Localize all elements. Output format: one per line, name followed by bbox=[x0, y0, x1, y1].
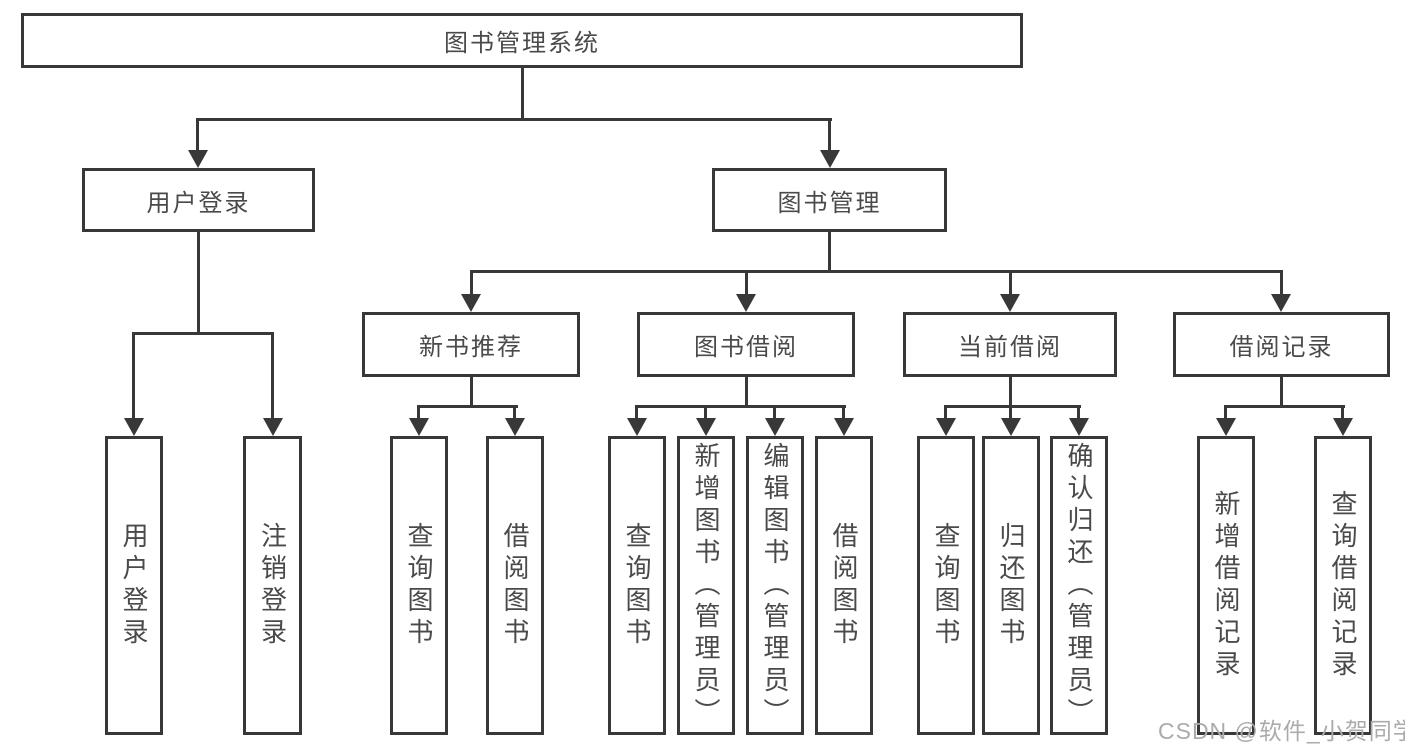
connector-stem bbox=[745, 272, 748, 296]
connector-book-borrow-bar bbox=[635, 405, 846, 408]
arrow-down-icon bbox=[1069, 418, 1089, 436]
connector-stem bbox=[417, 407, 420, 420]
node-book-management: 图书管理 bbox=[712, 168, 947, 232]
connector-stem bbox=[944, 407, 947, 420]
leaf-add-borrow-record: 新增借阅记录 bbox=[1197, 436, 1255, 735]
connector-borrow-records-bar bbox=[1224, 405, 1345, 408]
connector-stem bbox=[1224, 407, 1227, 420]
arrow-down-icon bbox=[505, 418, 525, 436]
connector-stem bbox=[842, 407, 845, 420]
connector-user-login-bar bbox=[132, 332, 274, 335]
leaf-query-books-borrowing: 查询图书 bbox=[608, 436, 666, 735]
leaf-query-books-current: 查询图书 bbox=[917, 436, 975, 735]
connector-level2-bar bbox=[470, 270, 1283, 273]
leaf-add-book-admin: 新增图书（管理员） bbox=[677, 436, 735, 735]
connector-stem bbox=[132, 334, 135, 420]
node-new-book-recommend: 新书推荐 bbox=[362, 312, 580, 377]
arrow-down-icon bbox=[1001, 418, 1021, 436]
leaf-query-books-recommend: 查询图书 bbox=[390, 436, 448, 735]
connector-stem bbox=[1009, 272, 1012, 296]
arrow-down-icon bbox=[696, 418, 716, 436]
connector-root-trunk bbox=[521, 68, 524, 121]
connector-stem bbox=[271, 334, 274, 420]
arrow-down-icon bbox=[461, 294, 481, 312]
leaf-borrow-books-borrowing: 借阅图书 bbox=[815, 436, 873, 735]
arrow-down-icon bbox=[263, 418, 283, 436]
arrow-down-icon bbox=[627, 418, 647, 436]
node-library-management-system: 图书管理系统 bbox=[21, 13, 1023, 68]
connector-stem bbox=[828, 118, 831, 152]
arrow-down-icon bbox=[124, 418, 144, 436]
arrow-down-icon bbox=[1216, 418, 1236, 436]
node-borrow-records: 借阅记录 bbox=[1173, 312, 1390, 377]
connector-stem bbox=[1009, 407, 1012, 420]
connector-user-login-trunk bbox=[197, 232, 200, 335]
arrow-down-icon bbox=[1000, 294, 1020, 312]
connector-stem bbox=[470, 272, 473, 296]
leaf-query-borrow-record: 查询借阅记录 bbox=[1314, 436, 1372, 735]
connector-stem bbox=[1077, 407, 1080, 420]
connector-stem bbox=[1341, 407, 1344, 420]
arrow-down-icon bbox=[736, 294, 756, 312]
connector-stem bbox=[635, 407, 638, 420]
connector-stem bbox=[513, 407, 516, 420]
leaf-return-book: 归还图书 bbox=[982, 436, 1040, 735]
watermark: CSDN @软件_小贺同学 bbox=[1158, 718, 1405, 744]
connector-book-borrow-trunk bbox=[745, 377, 748, 408]
connector-stem bbox=[196, 118, 199, 152]
connector-stem bbox=[773, 407, 776, 420]
arrow-down-icon bbox=[1271, 294, 1291, 312]
connector-current-borrow-trunk bbox=[1009, 377, 1012, 408]
leaf-confirm-return-admin: 确认归还（管理员） bbox=[1050, 436, 1108, 735]
connector-new-book-trunk bbox=[470, 377, 473, 408]
connector-book-mgmt-trunk bbox=[828, 232, 831, 273]
connector-level1-bar bbox=[196, 118, 832, 121]
node-book-borrowing: 图书借阅 bbox=[637, 312, 855, 377]
leaf-edit-book-admin: 编辑图书（管理员） bbox=[746, 436, 804, 735]
arrow-down-icon bbox=[820, 150, 840, 168]
connector-new-book-bar bbox=[417, 405, 518, 408]
arrow-down-icon bbox=[936, 418, 956, 436]
leaf-user-login: 用户登录 bbox=[105, 436, 163, 735]
arrow-down-icon bbox=[409, 418, 429, 436]
leaf-logout: 注销登录 bbox=[243, 436, 302, 735]
arrow-down-icon bbox=[188, 150, 208, 168]
connector-stem bbox=[704, 407, 707, 420]
node-user-login: 用户登录 bbox=[82, 168, 315, 232]
arrow-down-icon bbox=[1333, 418, 1353, 436]
connector-current-borrow-bar bbox=[944, 405, 1081, 408]
node-current-borrowing: 当前借阅 bbox=[903, 312, 1117, 377]
connector-stem bbox=[1280, 272, 1283, 296]
arrow-down-icon bbox=[834, 418, 854, 436]
connector-borrow-records-trunk bbox=[1280, 377, 1283, 408]
leaf-borrow-books-recommend: 借阅图书 bbox=[486, 436, 544, 735]
arrow-down-icon bbox=[765, 418, 785, 436]
